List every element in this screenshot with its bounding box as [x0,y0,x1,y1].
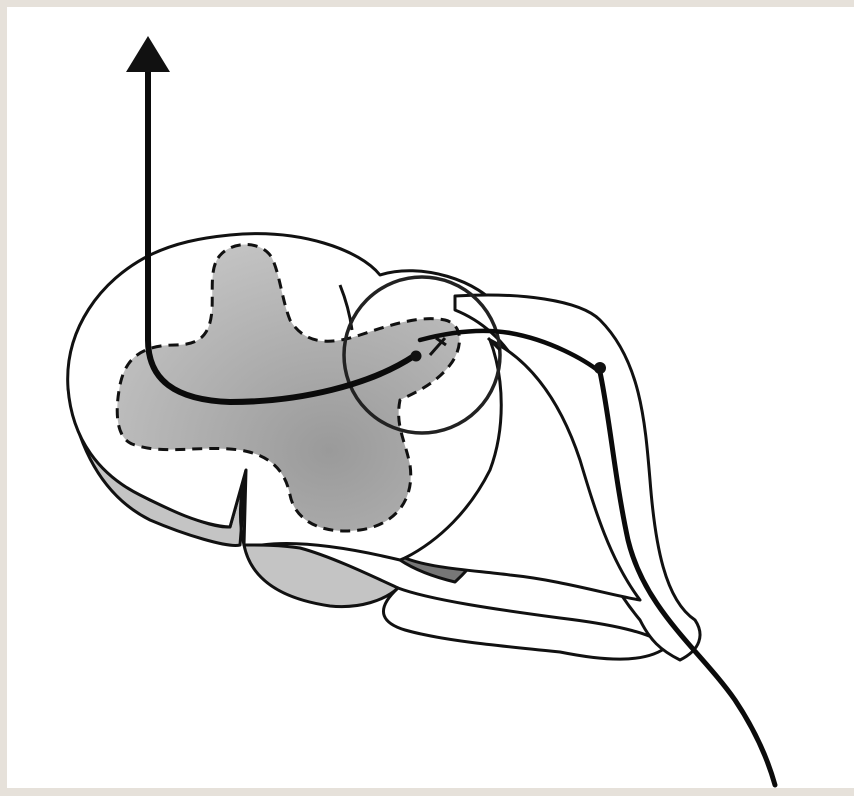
ganglion-cell-body [594,362,606,374]
frame-bottom [0,788,854,796]
frame-left [0,0,7,796]
frame-top [0,0,854,7]
ascending-arrow-icon [126,36,170,72]
synapse-dot [411,351,422,362]
